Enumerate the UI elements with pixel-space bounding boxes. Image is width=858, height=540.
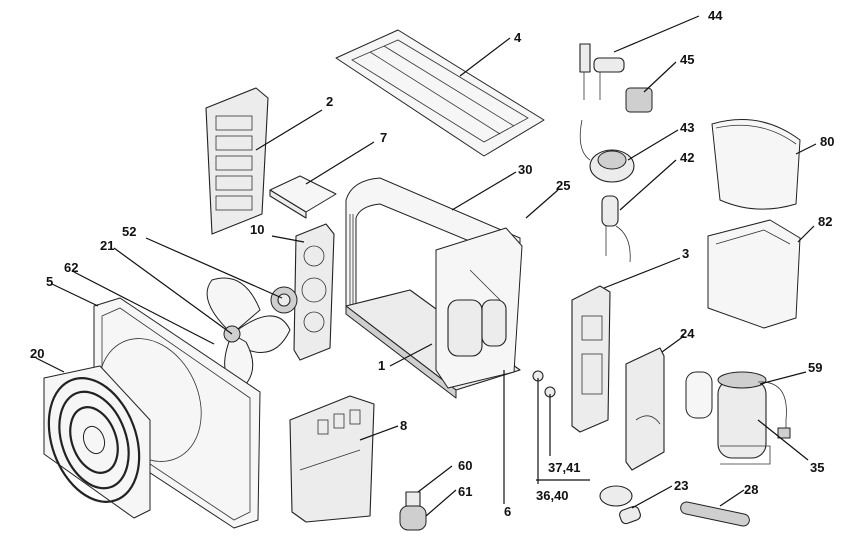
callout-2: 2: [326, 94, 333, 109]
callout-30: 30: [518, 162, 532, 177]
callout-44: 44: [708, 8, 723, 23]
callout-37-41: 37,41: [548, 460, 581, 475]
top-cover: [335, 29, 545, 157]
callout-6: 6: [504, 504, 511, 519]
callout-80: 80: [820, 134, 834, 149]
expansion-valve: [601, 195, 631, 263]
callout-82: 82: [818, 214, 832, 229]
cover-cap: [269, 175, 337, 219]
drain-plug: [599, 485, 641, 525]
drain-seal: [680, 501, 750, 527]
rubber-bushing: [399, 491, 427, 531]
side-panel: [571, 285, 611, 433]
callout-62: 62: [64, 260, 78, 275]
callout-61: 61: [458, 484, 472, 499]
callout-1: 1: [378, 358, 385, 373]
callout-35: 35: [810, 460, 824, 475]
fan-guard: [43, 365, 151, 519]
callout-60: 60: [458, 458, 472, 473]
callout-43: 43: [680, 120, 694, 135]
valve-cover: [625, 347, 665, 471]
compressor-jacket-bottom: [707, 219, 801, 329]
service-valves: [532, 370, 556, 398]
callout-4: 4: [514, 30, 522, 45]
callout-8: 8: [400, 418, 407, 433]
callout-21: 21: [100, 238, 114, 253]
muffler: [579, 119, 635, 183]
callout-20: 20: [30, 346, 44, 361]
callout-5: 5: [46, 274, 53, 289]
motor-bracket: [293, 223, 335, 361]
compressor: [685, 371, 771, 465]
callout-45: 45: [680, 52, 694, 67]
leader-lines: [35, 15, 817, 517]
electrical-panel: [289, 395, 375, 523]
callout-24: 24: [680, 326, 695, 341]
four-way-valve: [579, 43, 625, 100]
callout-36-40: 36,40: [536, 488, 569, 503]
callout-3: 3: [682, 246, 689, 261]
chassis-compressor: [435, 227, 523, 389]
compressor-wire: [757, 381, 791, 439]
callout-59: 59: [808, 360, 822, 375]
callout-28: 28: [744, 482, 758, 497]
callout-42: 42: [680, 150, 694, 165]
callout-25: 25: [556, 178, 570, 193]
callout-labels: 44 4 45 2 43 80 7 30 42 25 10 52 21 82 6…: [30, 8, 834, 519]
callout-10: 10: [250, 222, 264, 237]
callout-52: 52: [122, 224, 136, 239]
fan-motor: [270, 286, 298, 314]
side-grille-panel: [205, 87, 269, 235]
valve-coil: [625, 87, 653, 113]
compressor-jacket-top: [711, 119, 801, 210]
callout-7: 7: [380, 130, 387, 145]
callout-23: 23: [674, 478, 688, 493]
